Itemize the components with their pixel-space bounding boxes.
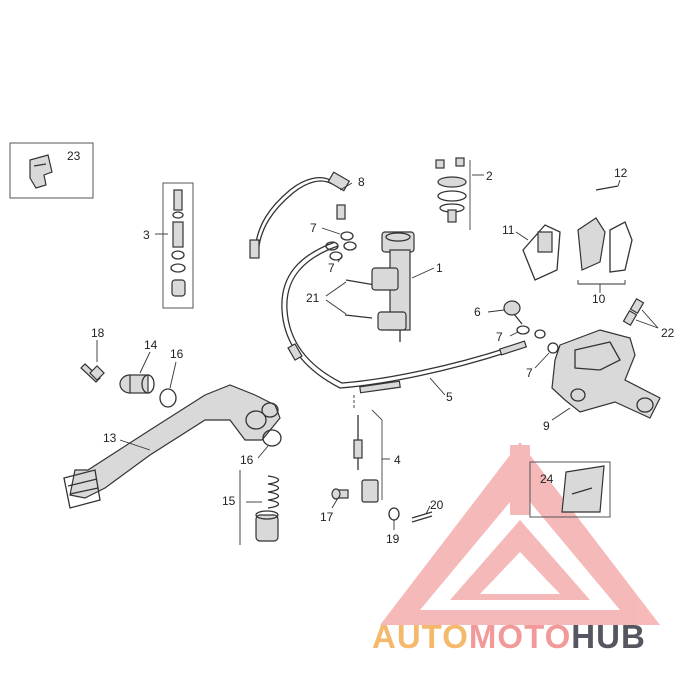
part-7-washers-right: [509, 325, 546, 339]
watermark-brand: AUTOMOTOHUB: [372, 618, 646, 655]
part-16-oring-bottom: [257, 429, 282, 459]
callout-23: 23: [67, 149, 81, 163]
part-23-clip: [9, 142, 94, 199]
watermark-logo: [380, 442, 660, 625]
callout-12: 12: [614, 166, 628, 180]
part-1-master-cylinder: [371, 231, 435, 342]
part-18-bolt: [80, 340, 105, 383]
svg-text:AUTOMOTOHUB: AUTOMOTOHUB: [372, 618, 646, 655]
callout-6: 6: [474, 305, 481, 319]
callout-16a: 16: [170, 347, 184, 361]
callout-8: 8: [358, 175, 365, 189]
callout-1: 1: [436, 261, 443, 275]
part-19-washer: [388, 507, 400, 530]
callout-7b: 7: [328, 261, 335, 275]
part-5-brake-hose: [281, 241, 528, 396]
callout-13: 13: [103, 431, 117, 445]
brand-hub: HUB: [571, 618, 646, 655]
part-16-oring-top: [159, 361, 177, 408]
callout-20: 20: [430, 498, 444, 512]
part-2-cap-assembly: [435, 157, 484, 230]
callout-14: 14: [144, 338, 158, 352]
callout-15: 15: [222, 494, 236, 508]
part-20-cotter-pin: [411, 505, 433, 523]
callout-21: 21: [306, 291, 320, 305]
part-15-spring-sleeve: [239, 470, 280, 545]
part-13-brake-pedal: [63, 384, 281, 509]
callout-17: 17: [320, 510, 334, 524]
part-12-pin: [595, 179, 621, 191]
part-21-bolts: [325, 279, 376, 319]
callout-10: 10: [592, 292, 606, 306]
callout-7a: 7: [310, 221, 317, 235]
callout-24: 24: [540, 472, 554, 486]
part-9-caliper: [551, 329, 661, 421]
part-6-banjo-bolt: [487, 300, 523, 325]
callout-18: 18: [91, 326, 105, 340]
part-22-bleed-screws: [622, 297, 659, 329]
callout-4: 4: [394, 453, 401, 467]
part-7-washer-caliper: [534, 342, 559, 369]
callout-9: 9: [543, 419, 550, 433]
callout-16b: 16: [240, 453, 254, 467]
part-24-sticker: [529, 461, 611, 518]
part-14-bushing: [119, 351, 155, 394]
callout-22: 22: [661, 326, 675, 340]
part-17-clevis-pin: [331, 488, 349, 509]
callout-7d: 7: [526, 366, 533, 380]
callout-19: 19: [386, 532, 400, 546]
part-3-valve-stack: [155, 182, 194, 309]
part-10-brake-pads: [577, 217, 633, 293]
part-11-pad-spring: [515, 224, 561, 281]
callout-11: 11: [502, 223, 515, 237]
part-4-push-rod: [353, 395, 390, 503]
callout-7c: 7: [496, 330, 503, 344]
part-8-reservoir-hose: [249, 171, 353, 259]
part-7-washers-top: [321, 227, 357, 251]
callout-5: 5: [446, 390, 453, 404]
brand-auto: AUTO: [372, 618, 469, 655]
brand-moto: MOTO: [469, 618, 571, 655]
callout-3: 3: [143, 228, 150, 242]
callout-labels: 1 2 3 4 5 6 7 7 7 7 8 9 10 11 12 13 14 1…: [67, 149, 675, 546]
callout-2: 2: [486, 169, 493, 183]
